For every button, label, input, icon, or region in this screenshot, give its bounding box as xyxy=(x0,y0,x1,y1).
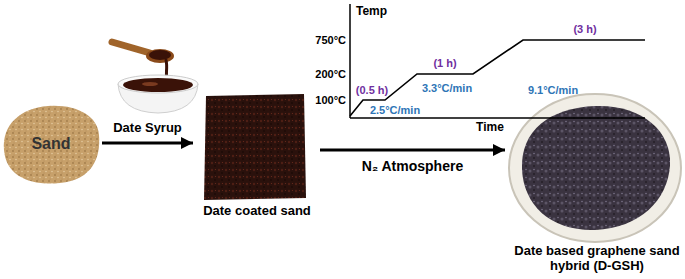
axis-title: Temp xyxy=(356,5,387,18)
date-coated-sand-picture xyxy=(204,94,306,200)
picture-node: Sand xyxy=(2,103,100,185)
axis-tick-label: 750°C xyxy=(315,34,346,46)
axis-title: Time xyxy=(476,121,504,134)
process-arrow xyxy=(102,142,193,145)
profile-annotation: (0.5 h) xyxy=(356,84,388,96)
profile-annotation: (3 h) xyxy=(573,23,596,35)
arrow-label: Date Syrup xyxy=(110,121,185,136)
arrow-label: N₂ Atmosphere xyxy=(359,158,466,174)
axis-tick-label: 100°C xyxy=(315,94,346,106)
syrup-bowl-picture xyxy=(112,42,198,113)
node-caption: Date coated sand xyxy=(196,204,318,219)
sand-picture xyxy=(4,106,99,184)
temperature-profile-chart xyxy=(350,4,645,118)
profile-annotation: 3.3°C/min xyxy=(422,82,472,94)
node-caption: Date based graphene sand hybrid (D-GSH) xyxy=(508,244,685,274)
process-arrow xyxy=(320,149,505,152)
profile-annotation: 2.5°C/min xyxy=(370,104,420,116)
picture-node: Date based graphene sand hybrid (D-GSH) xyxy=(508,92,685,274)
axis-tick-label: 200°C xyxy=(315,68,346,80)
node-caption: Sand xyxy=(31,135,70,153)
profile-annotation: 9.1°C/min xyxy=(528,84,578,96)
graphene-hybrid-picture xyxy=(509,94,681,242)
profile-annotation: (1 h) xyxy=(433,57,456,69)
picture-node: Date coated sand xyxy=(196,92,318,219)
